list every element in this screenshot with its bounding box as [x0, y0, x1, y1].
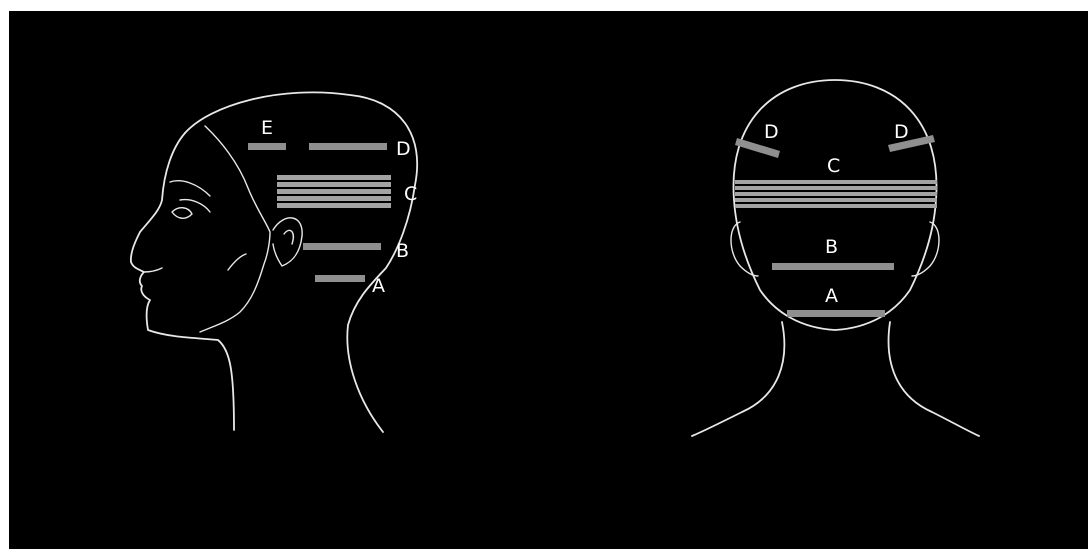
side-band-c-4 [277, 196, 391, 201]
side-eye [172, 208, 192, 219]
side-band-b [303, 243, 381, 250]
back-neck-left [692, 322, 784, 436]
side-eyebrow [170, 181, 210, 196]
back-band-c-1 [735, 180, 937, 184]
side-label-a: A [372, 275, 385, 297]
side-band-e [248, 143, 286, 150]
side-label-c: C [404, 183, 417, 205]
back-band-c-5 [735, 204, 937, 208]
side-band-c-3 [277, 189, 391, 194]
back-band-c-4 [735, 198, 937, 202]
side-view-bands [248, 143, 391, 282]
head-section-diagram: E D C B A [9, 11, 1088, 549]
back-view-head [692, 80, 979, 436]
side-band-d [309, 143, 387, 150]
side-band-c-5 [277, 203, 391, 208]
back-ear-left [731, 222, 758, 276]
back-label-d-left: D [764, 121, 779, 143]
side-ear-inner [284, 230, 293, 244]
side-hairline [200, 126, 270, 332]
back-label-a: A [825, 285, 838, 307]
side-face-profile [131, 133, 234, 430]
side-label-e: E [261, 117, 273, 139]
side-band-a [315, 275, 365, 282]
side-band-c-2 [277, 182, 391, 187]
back-band-c-2 [735, 186, 937, 190]
back-label-c: C [827, 155, 840, 177]
side-ear [273, 218, 302, 266]
back-band-c-3 [735, 192, 937, 196]
side-eyebrow-lower [180, 200, 210, 212]
back-ear-right [912, 222, 939, 276]
back-band-b [772, 263, 894, 270]
side-label-b: B [396, 240, 409, 262]
side-label-d: D [396, 138, 411, 160]
back-label-d-right: D [894, 121, 909, 143]
side-mouth [144, 268, 162, 272]
diagram-canvas: E D C B A [9, 11, 1088, 549]
back-neck-right [889, 322, 979, 436]
side-cheek-line [228, 254, 246, 270]
side-band-c-1 [277, 175, 391, 180]
back-band-a [787, 310, 885, 317]
back-label-b: B [825, 236, 838, 258]
back-view-labels: D D C B A [764, 121, 909, 307]
